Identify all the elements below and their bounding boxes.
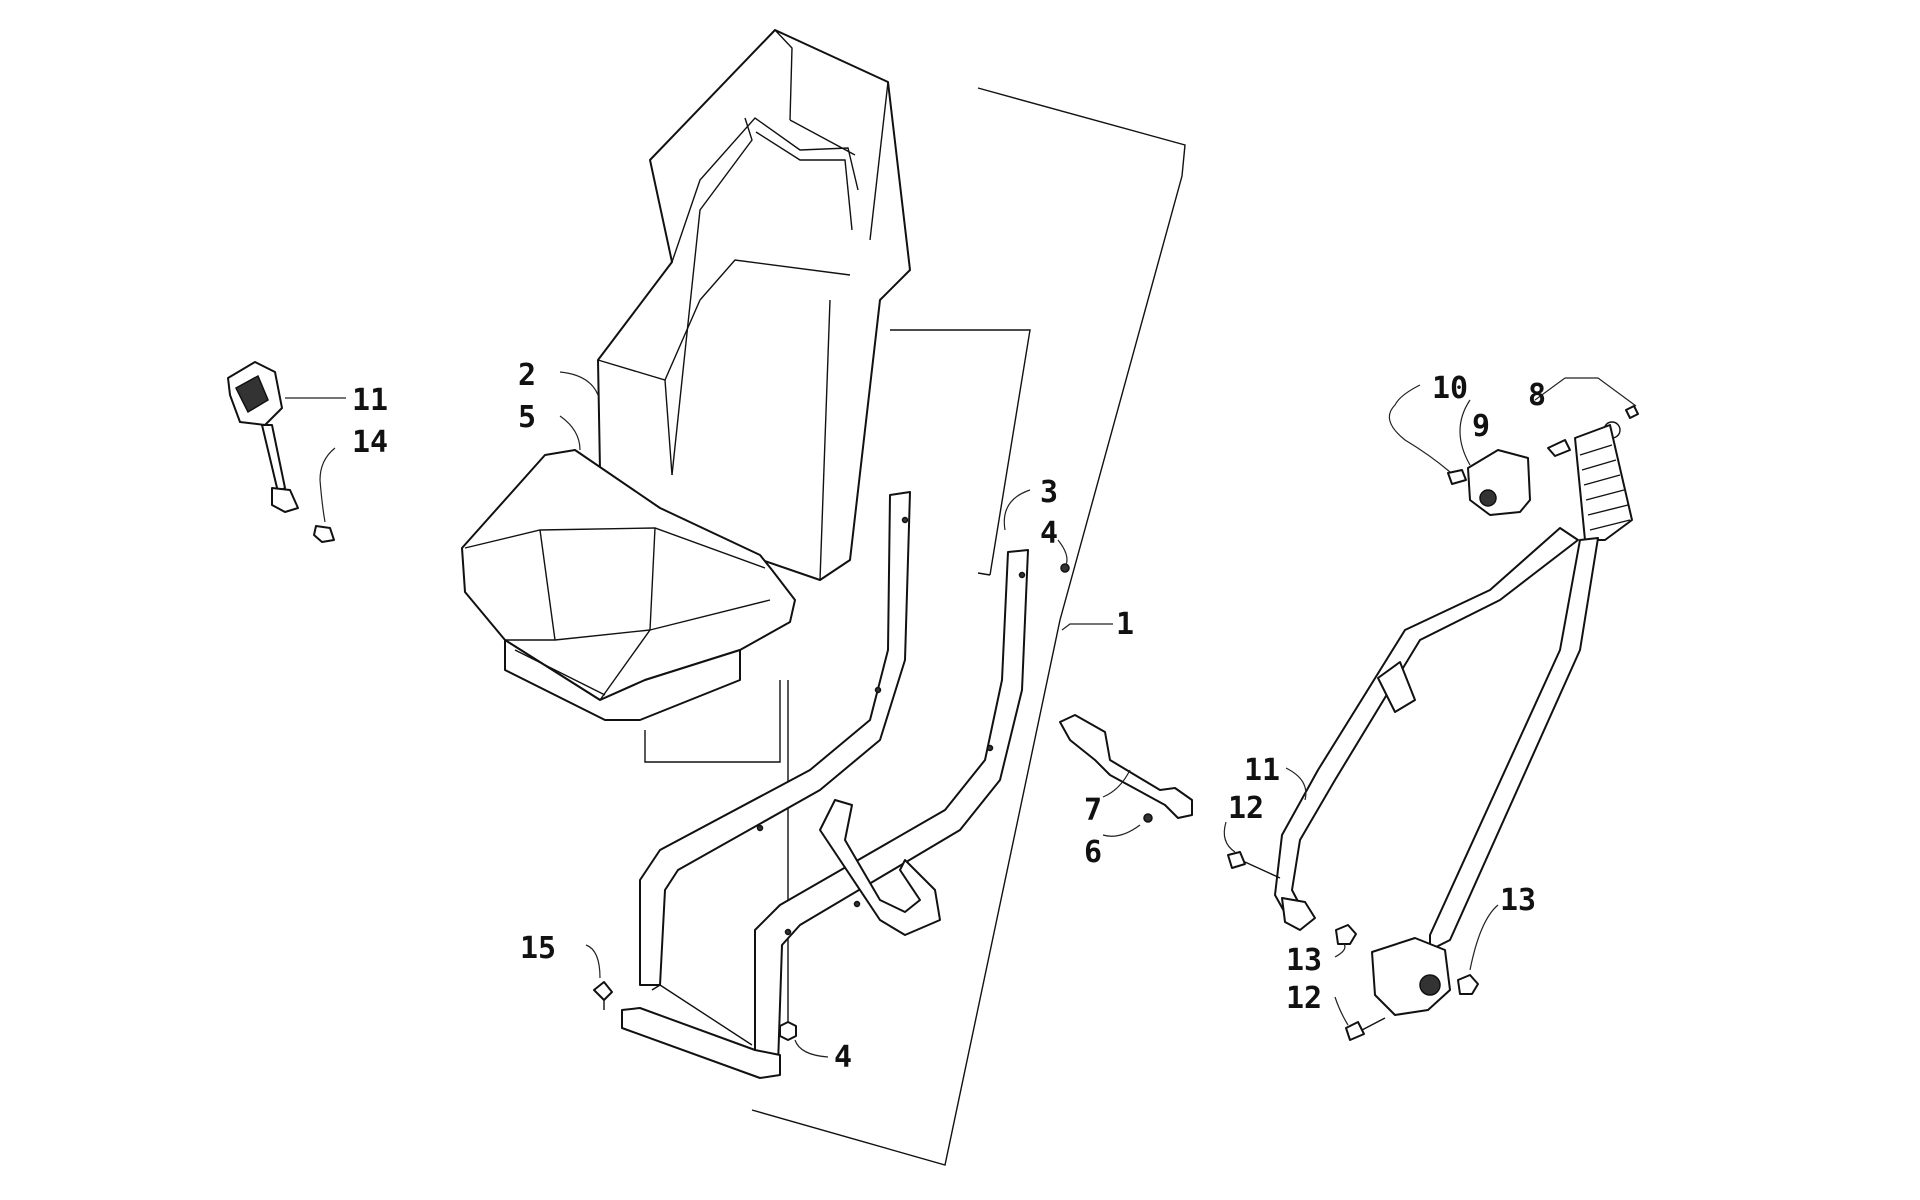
belt-retractor [1371, 937, 1451, 1016]
assembly-bracket-lines [644, 87, 1186, 1166]
nut-4-upper [1060, 563, 1070, 573]
callout-labels: 1 2 3 4 4 5 6 7 8 9 10 11 11 12 12 13 13… [352, 358, 1546, 1075]
callout-13-right: 13 [1500, 883, 1536, 918]
left-buckle-assembly [227, 361, 335, 543]
bolt-12-lower [1345, 1021, 1365, 1041]
nut-13-right [1457, 974, 1479, 995]
belt-webbing-vertical [1429, 537, 1599, 951]
seat-base [504, 639, 741, 721]
nut-13-left [1335, 924, 1357, 945]
callout-10: 10 [1432, 371, 1468, 406]
belt-bellows [1574, 424, 1633, 541]
callout-1: 1 [1116, 607, 1134, 642]
frame-rear-loop [819, 799, 941, 936]
callout-3: 3 [1040, 475, 1058, 510]
buckle-strap [261, 424, 286, 493]
frame-base-plate [621, 1007, 781, 1079]
bolt-4-lower [779, 1021, 797, 1041]
bolt-8 [1547, 439, 1571, 457]
seat [461, 29, 911, 721]
callout-4-upper: 4 [1040, 516, 1058, 551]
callout-6: 6 [1084, 835, 1102, 870]
callout-12-upper: 12 [1228, 791, 1264, 826]
callout-4-lower: 4 [834, 1040, 852, 1075]
fasteners [593, 563, 1070, 1041]
bolt-14 [313, 525, 335, 543]
callout-2: 2 [518, 358, 536, 393]
callout-14: 14 [352, 425, 388, 460]
right-seatbelt-assembly [1227, 405, 1639, 1041]
seat-frame [621, 491, 1029, 1079]
mounting-bracket [1059, 714, 1193, 823]
belt-latch-plate [1377, 661, 1416, 713]
leader-lines [285, 371, 1637, 1058]
bolt-15 [593, 981, 613, 1001]
bolt-10 [1447, 469, 1467, 485]
callout-11-right: 11 [1244, 753, 1280, 788]
bolt-12-upper [1227, 851, 1246, 869]
callout-12-lower: 12 [1286, 981, 1322, 1016]
callout-9: 9 [1472, 409, 1490, 444]
callout-13-left: 13 [1286, 943, 1322, 978]
callout-5: 5 [518, 400, 536, 435]
belt-guide [1467, 449, 1531, 516]
callout-15: 15 [520, 931, 556, 966]
callout-8: 8 [1528, 378, 1546, 413]
callout-11-left: 11 [352, 383, 388, 418]
callout-7: 7 [1084, 793, 1102, 828]
